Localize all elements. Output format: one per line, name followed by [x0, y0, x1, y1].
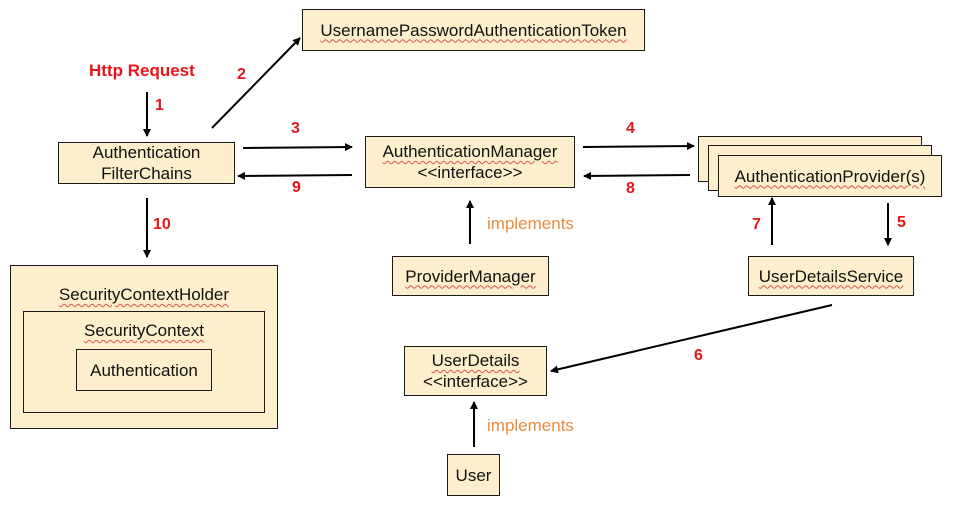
security-context-holder-label: SecurityContextHolder [58, 285, 230, 304]
filter-chains-box: Authentication FilterChains [58, 142, 235, 184]
user-details-line1: UserDetails [431, 351, 520, 370]
arrow-4 [582, 142, 695, 151]
authentication-manager-line2: <<interface>> [417, 163, 523, 182]
arrow-9 [237, 171, 353, 180]
user-box: User [447, 454, 500, 496]
user-details-service-label: UserDetailsService [758, 266, 904, 286]
step-4-label: 4 [626, 120, 635, 137]
step-7-label: 7 [752, 216, 761, 233]
authentication-box: Authentication [76, 349, 212, 391]
http-request-label: Http Request [89, 61, 195, 80]
provider-manager-label: ProviderManager [405, 266, 536, 286]
step-1-label: 1 [155, 97, 164, 114]
step-8-label: 8 [626, 180, 635, 197]
step-2-label: 2 [237, 66, 246, 83]
user-details-line2: <<interface>> [423, 372, 528, 391]
authentication-manager-box: AuthenticationManager <<interface>> [365, 136, 575, 188]
token-label: UsernamePasswordAuthenticationToken [320, 20, 627, 40]
token-box: UsernamePasswordAuthenticationToken [302, 9, 645, 51]
step-5-label: 5 [897, 214, 906, 231]
user-details-service-box: UserDetailsService [748, 256, 914, 296]
filter-chains-line2: FilterChains [101, 164, 192, 183]
filter-chains-line1: Authentication [92, 143, 201, 162]
authentication-manager-line1: AuthenticationManager [382, 142, 558, 161]
step-10-label: 10 [153, 216, 171, 233]
implements-label-manager: implements [487, 214, 574, 233]
arrow-6 [550, 304, 833, 374]
provider-manager-box: ProviderManager [392, 256, 549, 296]
arrow-3 [242, 143, 353, 152]
user-details-box: UserDetails <<interface>> [404, 346, 547, 396]
implements-label-userdetails: implements [487, 416, 574, 435]
step-6-label: 6 [694, 347, 703, 364]
step-9-label: 9 [292, 179, 301, 196]
authentication-provider-label: AuthenticationProvider(s) [734, 166, 926, 186]
authentication-label: Authentication [90, 360, 198, 380]
arrow-2 [211, 37, 301, 129]
security-context-label: SecurityContext [84, 321, 204, 340]
authentication-provider-box: AuthenticationProvider(s) [718, 155, 942, 197]
arrow-8 [583, 171, 691, 180]
step-3-label: 3 [291, 120, 300, 137]
user-label: User [455, 465, 492, 485]
